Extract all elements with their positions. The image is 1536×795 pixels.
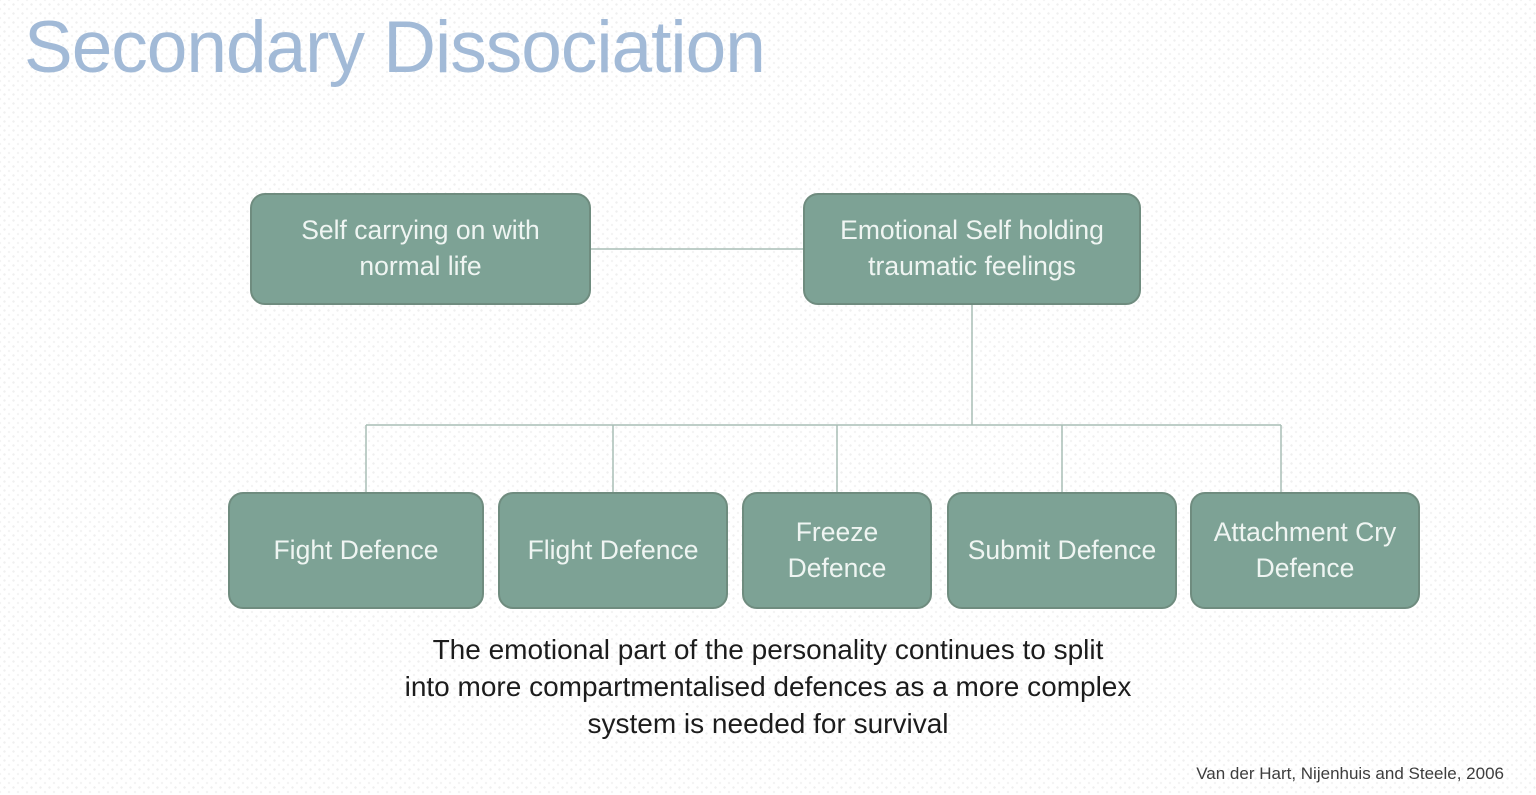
node-fight-defence: Fight Defence: [228, 492, 484, 609]
node-emotional-self: Emotional Self holding traumatic feeling…: [803, 193, 1141, 305]
node-self-normal-life: Self carrying on with normal life: [250, 193, 591, 305]
page-title: Secondary Dissociation: [24, 7, 766, 88]
node-label: Submit Defence: [967, 534, 1157, 565]
node-flight-defence: Flight Defence: [498, 492, 728, 609]
node-label: Fight Defence: [273, 534, 439, 565]
caption-line: into more compartmentalised defences as …: [404, 671, 1132, 702]
caption: The emotional part of the personality co…: [0, 631, 1536, 742]
caption-line: system is needed for survival: [587, 708, 949, 739]
caption-line: The emotional part of the personality co…: [432, 634, 1104, 665]
node-label: Self carrying on with normal life: [301, 215, 540, 281]
node-label: Freeze Defence: [787, 516, 887, 583]
node-label: Attachment Cry Defence: [1213, 516, 1397, 583]
node-attachment-cry-defence: Attachment Cry Defence: [1190, 492, 1420, 609]
node-submit-defence: Submit Defence: [947, 492, 1177, 609]
citation: Van der Hart, Nijenhuis and Steele, 2006: [1196, 764, 1504, 783]
node-label: Flight Defence: [527, 534, 699, 565]
node-label: Emotional Self holding traumatic feeling…: [840, 215, 1104, 281]
node-freeze-defence: Freeze Defence: [742, 492, 932, 609]
